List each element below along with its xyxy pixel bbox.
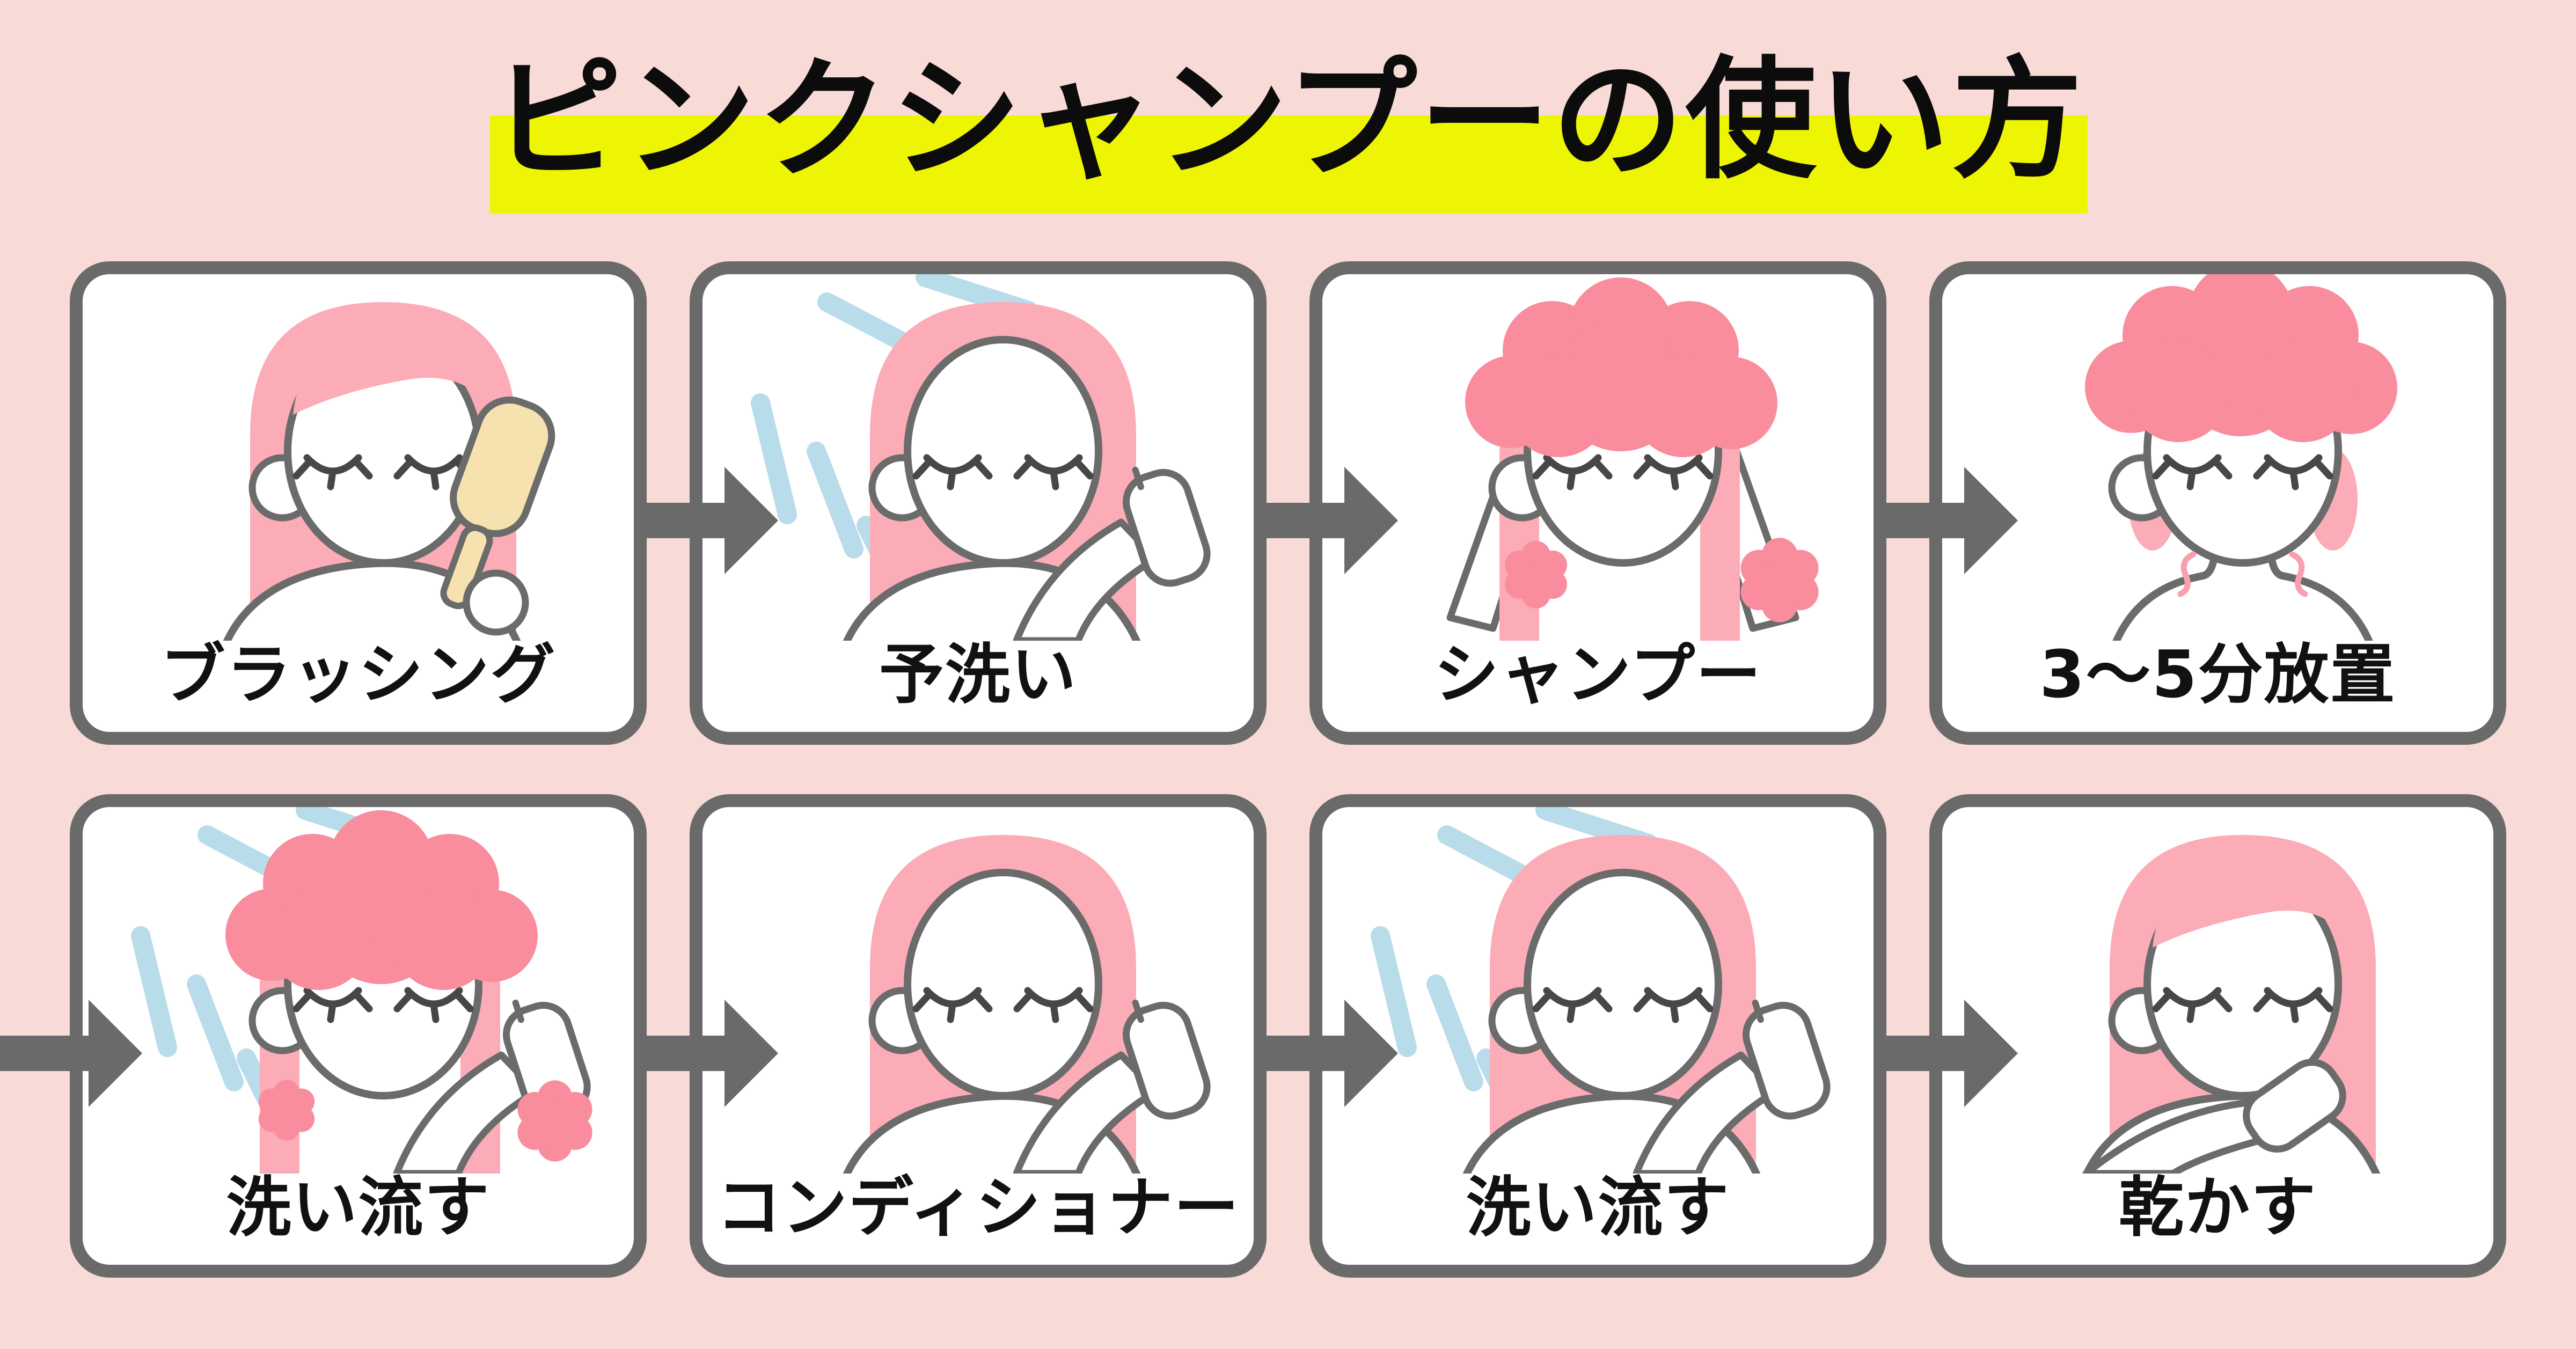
step-card-rinse-1: 洗い流す: [70, 794, 647, 1278]
right-arrow-icon: [1876, 1000, 2018, 1107]
step-label: コンディショナー: [716, 1170, 1240, 1245]
step-label: ブラッシング: [160, 637, 557, 713]
right-arrow-icon: [636, 467, 778, 574]
lather-foam-icon: [2085, 274, 2397, 442]
right-arrow-icon: [1876, 467, 2018, 574]
step-card-brushing: ブラッシング: [70, 261, 647, 745]
conditioner-illustration: [702, 835, 1254, 1174]
pre-rinse-illustration: [702, 274, 1254, 641]
title-highlight-bar: [490, 115, 2088, 214]
rinse-lather-illustration: [83, 807, 634, 1174]
step-card-pre-rinse: 予洗い: [690, 261, 1267, 745]
step-label: 予洗い: [879, 637, 1077, 713]
wait-illustration: [2085, 274, 2397, 641]
step-label: 3〜5分放置: [2039, 637, 2396, 713]
right-arrow-icon: [636, 1000, 778, 1107]
step-card-dry: 乾かす: [1929, 794, 2506, 1278]
step-card-rinse-2: 洗い流す: [1309, 794, 1886, 1278]
right-arrow-icon: [0, 1000, 142, 1107]
step-card-shampoo: シャンプー: [1309, 261, 1886, 745]
step-card-wait: 3〜5分放置: [1929, 261, 2506, 745]
rinse-illustration: [1322, 807, 1874, 1174]
step-label: 洗い流す: [1466, 1170, 1730, 1245]
step-label: シャンプー: [1433, 637, 1762, 713]
step-label: 乾かす: [2118, 1170, 2317, 1245]
lather-foam-icon: [225, 810, 538, 990]
right-arrow-icon: [1256, 467, 1398, 574]
page-title: ピンクシャンプーの使い方: [491, 44, 2085, 196]
shampoo-illustration: [1322, 277, 1819, 641]
brushing-illustration: [83, 302, 634, 641]
step-label: 洗い流す: [226, 1170, 491, 1245]
step-card-conditioner: コンディショナー: [690, 794, 1267, 1278]
dry-illustration: [1942, 835, 2493, 1174]
right-arrow-icon: [1256, 1000, 1398, 1107]
lather-foam-icon: [1465, 277, 1777, 457]
